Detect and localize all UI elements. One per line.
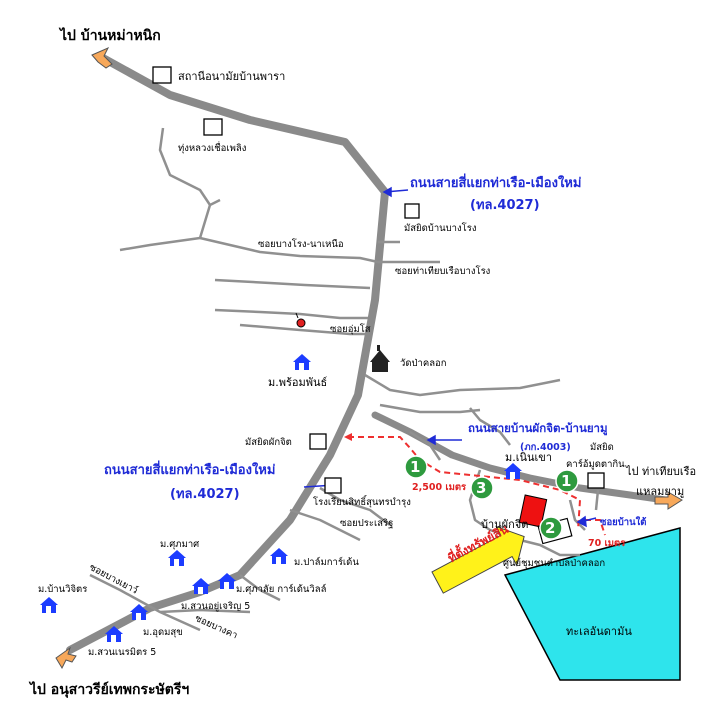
- label-distance-2500: 2,500 เมตร: [412, 482, 467, 493]
- label-m-suan-nermit: ม.สวนเนรมิตร 5: [88, 647, 157, 658]
- label-road-ban-pak-chit: ถนนสายบ้านผักจิต-บ้านยามู: [468, 421, 608, 435]
- property-marker: [518, 494, 548, 528]
- label-cafe: คาร์อ้มูดตากิน: [566, 459, 625, 470]
- orange-arrow-southwest: [55, 646, 77, 670]
- label-mosque-pak-chit: มัสยิดผักจิต: [245, 437, 292, 448]
- label-m-ban-wichit: ม.บ้านวิจิตร: [38, 584, 88, 595]
- label-to-ban-mae-nik: ไป บ้านหม่าหนิก: [60, 28, 161, 44]
- label-m-suphamat: ม.ศุภมาศ: [160, 539, 200, 550]
- label-m-palm-garden: ม.ปาล์มการ์เด้น: [294, 557, 359, 568]
- andaman-sea-area: [503, 527, 681, 681]
- label-mosque-right: มัสยิด: [590, 442, 614, 453]
- label-road-ban-pak-chit-code: (ภก.4003): [520, 442, 571, 453]
- label-m-suphalai: ม.ศุภาลัย การ์เด้นวิลล์: [236, 584, 327, 595]
- label-andaman-sea: ทะเลอันดามัน: [566, 625, 632, 638]
- temple-icon: [370, 345, 390, 372]
- label-soi-pier-bang-rong: ซอยท่าเทียบเรือบางโรง: [395, 266, 491, 277]
- label-soi-ban-tai: ซอยบ้านใต้: [600, 517, 647, 528]
- label-community-center: ศูนย์ชุมชนตำบลป่าคลอก: [503, 558, 606, 569]
- label-to-monument: ไป อนุสาวรีย์เทพกระษัตรีฯ: [30, 682, 190, 698]
- label-distance-70: 70 เมตร: [588, 538, 626, 549]
- label-wat-pa-khlok: วัดป่าคลอก: [400, 358, 447, 369]
- label-m-udom-suk: ม.อุดมสุข: [143, 627, 183, 638]
- green-markers: [404, 455, 579, 540]
- label-soi-bang-rong-north: ซอยบางโรง-นาเหนือ: [258, 239, 344, 250]
- label-laem-yamu: แหลมยามู: [636, 485, 685, 498]
- route-arrowhead: [344, 433, 352, 441]
- label-m-suan-yu-charoen: ม.สวนอยู่เจริญ 5: [181, 601, 251, 612]
- label-ban-pak-chit: บ้านผักจิต: [481, 518, 529, 531]
- village-icons: [40, 354, 522, 642]
- label-main-road-south: ถนนสายสี่แยกท่าเรือ-เมืองใหม่: [104, 463, 276, 478]
- blue-pointer-arrows: [303, 186, 597, 528]
- label-school: โรงเรียนสิทธิ์สุนทรบำรุง: [313, 497, 411, 508]
- label-m-noen-khao: ม.เนินเขา: [505, 451, 553, 464]
- label-main-road-north-code: (ทล.4027): [470, 198, 540, 213]
- label-m-phrom-phan: ม.พร้อมพันธ์: [268, 376, 328, 389]
- property-sign-arrow: [431, 525, 525, 594]
- marker-1-east: 1: [561, 472, 572, 490]
- orange-arrow-east: [654, 491, 683, 510]
- landmark-boxes: [152, 66, 605, 494]
- label-health-station: สถานีอนามัยบ้านพารา: [178, 70, 286, 83]
- marker-2: 2: [545, 519, 556, 537]
- orange-arrow-north: [91, 46, 113, 69]
- label-main-road-south-code: (ทล.4027): [170, 487, 240, 502]
- label-main-road-north: ถนนสายสี่แยกท่าเรือ-เมืองใหม่: [410, 176, 582, 191]
- marker-1-west: 1: [410, 458, 421, 476]
- label-to-pier: ไป ท่าเทียบเรือ: [626, 465, 697, 478]
- label-mosque-bang-rong: มัสยิดบ้านบางโรง: [404, 223, 477, 234]
- label-thung-luang: ทุ่งหลวงเชื่อเพลิง: [178, 143, 247, 154]
- side-roads: [89, 127, 600, 632]
- red-pin-icon: [295, 312, 306, 328]
- marker-3: 3: [476, 479, 487, 497]
- label-soi-prasert: ซอยประเสริฐ: [340, 518, 394, 529]
- label-soi-um-sot: ซอยอุ่มโส: [330, 324, 371, 335]
